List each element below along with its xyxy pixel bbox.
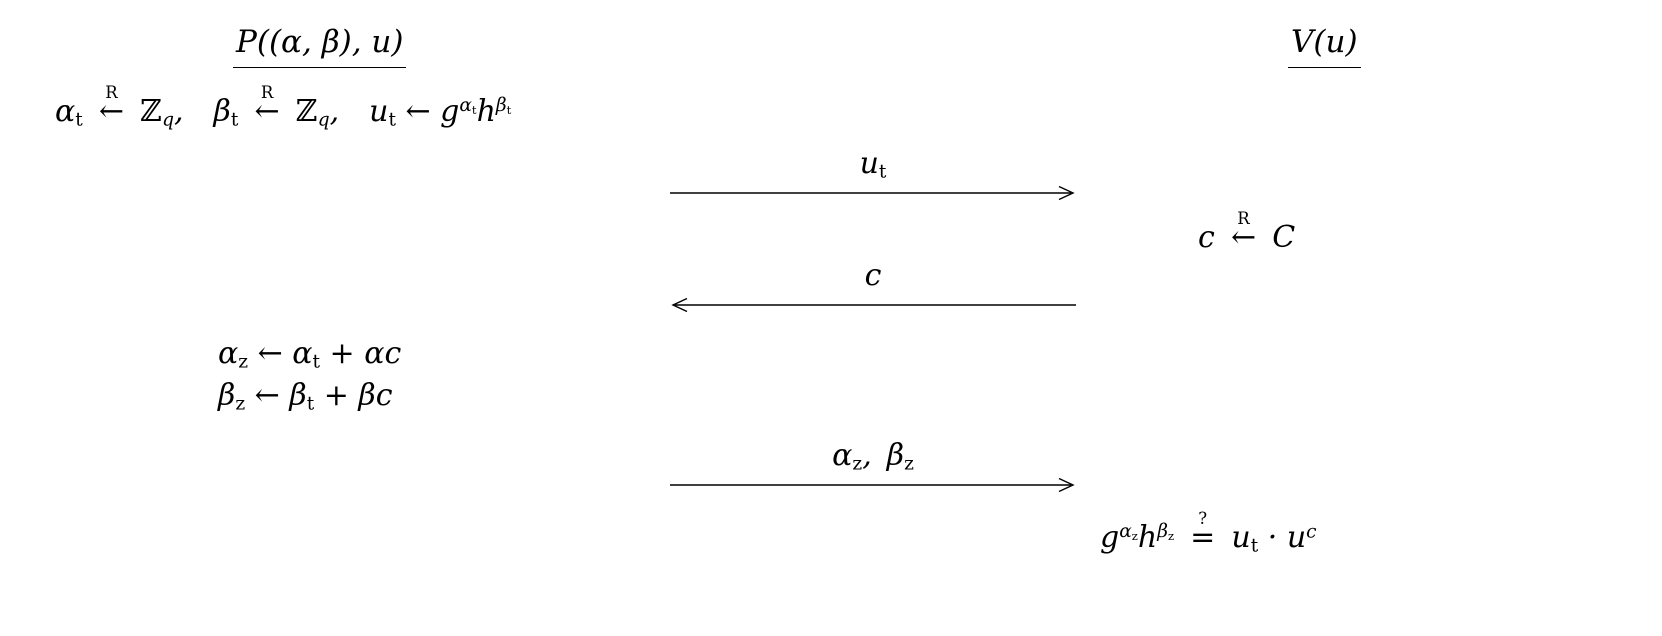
message-challenge-label: c	[864, 258, 882, 293]
message-challenge: c	[668, 258, 1078, 314]
verifier-header: V(u)	[1288, 24, 1361, 69]
prover-commitment-line: αt R← ℤq, βt R← ℤq, ut ← gαthβt	[55, 83, 512, 131]
message-commitment-label: ut	[859, 146, 887, 183]
prover-header: P((α, β), u)	[233, 24, 407, 69]
arrow-right-icon	[670, 185, 1075, 201]
message-commitment: ut	[668, 146, 1078, 202]
message-response: αz, βz	[668, 438, 1078, 494]
arrow-right-icon	[670, 477, 1075, 493]
prover-response-alpha-line: αz ← αt + αc	[218, 336, 402, 373]
arrow-left-icon	[671, 297, 1076, 313]
verifier-check-line: gαzhβz ?= ut · uc	[1100, 509, 1317, 557]
message-response-label: αz, βz	[832, 438, 914, 475]
prover-response-beta-line: βz ← βt + βc	[218, 378, 393, 415]
verifier-challenge-line: c R← C	[1198, 209, 1296, 255]
